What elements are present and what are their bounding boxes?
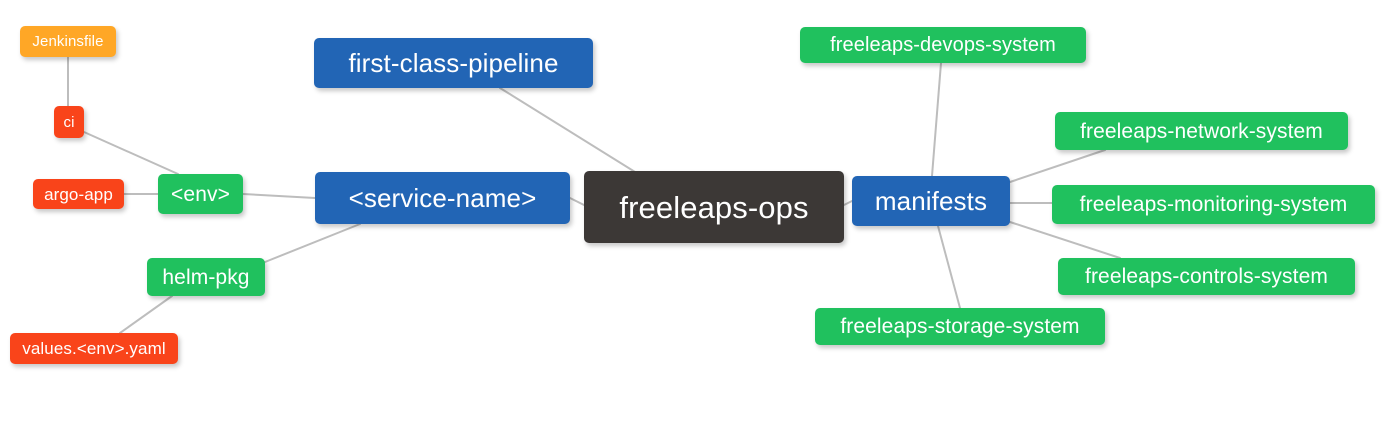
mindmap-node-jenkinsfile[interactable]: Jenkinsfile [20, 26, 116, 57]
node-label: freeleaps-storage-system [840, 315, 1080, 338]
node-label: <service-name> [348, 183, 537, 213]
mindmap-node-values-yaml[interactable]: values.<env>.yaml [10, 333, 178, 364]
mindmap-node-root[interactable]: freeleaps-ops [584, 171, 844, 243]
node-label: freeleaps-ops [619, 189, 809, 225]
edge-root-to-first-class-pipeline [499, 87, 641, 176]
node-label: helm-pkg [162, 265, 250, 289]
edge-manifests-to-devops-system [931, 62, 942, 177]
node-label: freeleaps-devops-system [830, 34, 1056, 56]
edge-env-to-ci [83, 131, 179, 175]
node-label: <env> [171, 182, 230, 206]
mindmap-node-argo-app[interactable]: argo-app [33, 179, 124, 209]
node-label: first-class-pipeline [348, 48, 559, 78]
node-label: ci [63, 113, 75, 131]
mindmap-node-storage-system[interactable]: freeleaps-storage-system [815, 308, 1105, 345]
mindmap-node-manifests[interactable]: manifests [852, 176, 1010, 226]
node-label: Jenkinsfile [32, 33, 104, 50]
edge-manifests-to-network-system [1009, 149, 1106, 183]
node-label: manifests [874, 186, 988, 216]
mindmap-node-env[interactable]: <env> [158, 174, 243, 214]
mindmap-node-controls-system[interactable]: freeleaps-controls-system [1058, 258, 1355, 295]
mindmap-node-helm-pkg[interactable]: helm-pkg [147, 258, 265, 296]
node-label: values.<env>.yaml [22, 339, 166, 358]
node-label: freeleaps-network-system [1080, 119, 1323, 143]
edge-manifests-to-storage-system [937, 225, 961, 309]
mindmap-node-network-system[interactable]: freeleaps-network-system [1055, 112, 1348, 150]
edge-service-name-to-env [242, 193, 316, 199]
node-label: freeleaps-monitoring-system [1079, 193, 1348, 216]
mindmap-node-service-name[interactable]: <service-name> [315, 172, 570, 224]
node-label: freeleaps-controls-system [1085, 265, 1328, 288]
edge-root-to-service-name [569, 197, 585, 206]
edge-manifests-to-controls-system [1009, 221, 1121, 259]
mindmap-node-devops-system[interactable]: freeleaps-devops-system [800, 27, 1086, 63]
edge-helm-pkg-to-values-yaml [119, 295, 173, 334]
edge-service-name-to-helm-pkg [264, 223, 361, 263]
mindmap-node-first-class-pipeline[interactable]: first-class-pipeline [314, 38, 593, 88]
mindmap-node-monitoring-system[interactable]: freeleaps-monitoring-system [1052, 185, 1375, 224]
edge-root-to-manifests [843, 200, 853, 206]
node-label: argo-app [44, 184, 113, 204]
mindmap-node-ci[interactable]: ci [54, 106, 84, 138]
